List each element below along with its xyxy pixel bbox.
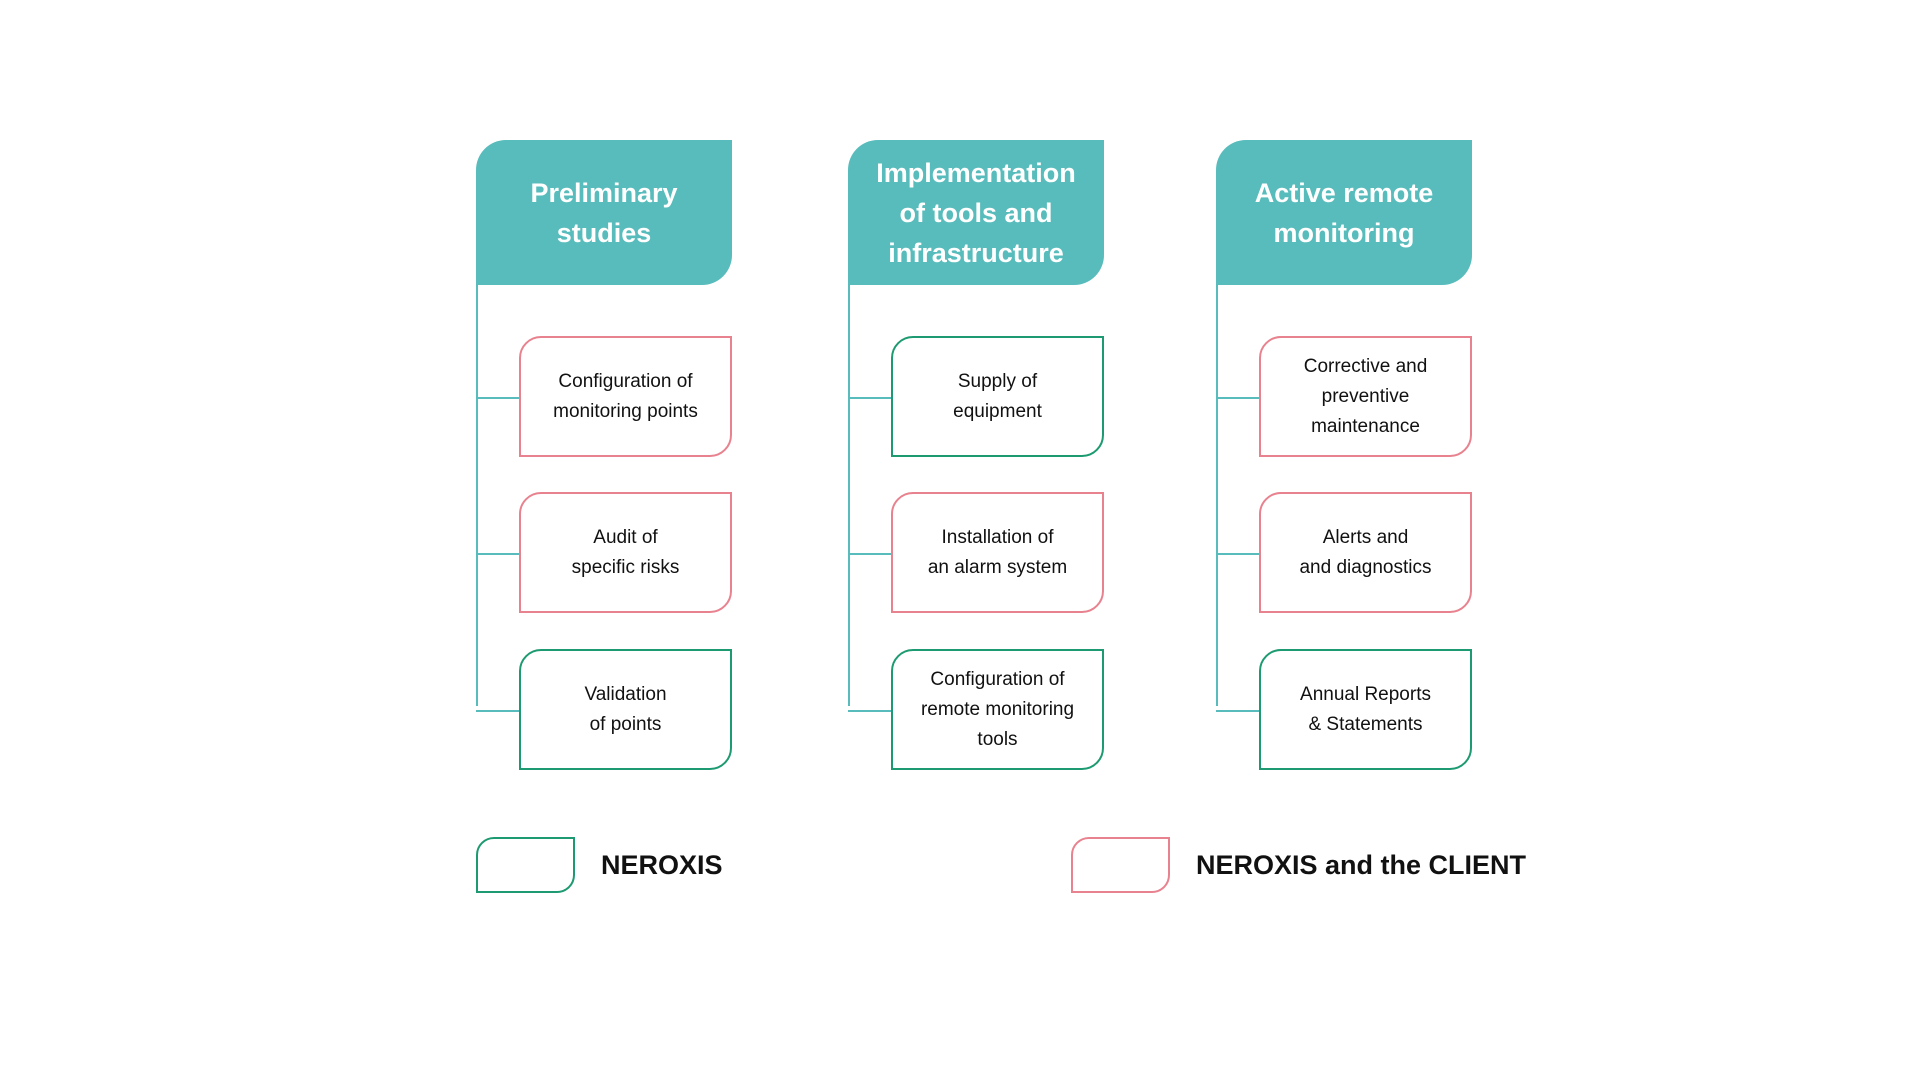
header-line: studies — [556, 217, 652, 248]
header-line: Active remote — [1254, 177, 1434, 208]
task-card-label: Supply of equipment — [953, 370, 1042, 422]
column-active-remote-monitoring: Active remote monitoring Corrective and … — [1216, 140, 1472, 770]
tree-connector — [476, 397, 520, 399]
task-card-label: Audit of specific risks — [571, 526, 680, 578]
task-card-corrective-preventive-maintenance: Corrective and preventive maintenance — [1259, 336, 1472, 457]
header-line: Implementation — [876, 157, 1076, 188]
task-card-installation-alarm-system: Installation of an alarm system — [891, 492, 1104, 613]
task-card-label: Validation of points — [584, 683, 667, 735]
task-card-label: Configuration of remote monitoring tools — [920, 668, 1075, 750]
tree-connector — [1216, 710, 1260, 712]
task-card-label: Configuration of monitoring points — [553, 370, 698, 422]
column-header: Preliminary studies — [476, 140, 732, 285]
column-implementation: Implementation of tools and infrastructu… — [848, 140, 1104, 770]
legend-label: NEROXIS — [601, 849, 723, 880]
task-card-alerts-diagnostics: Alerts and and diagnostics — [1259, 492, 1472, 613]
column-header: Implementation of tools and infrastructu… — [848, 140, 1104, 285]
legend-swatch-pink — [1071, 837, 1170, 893]
tree-connector — [1216, 553, 1260, 555]
column-preliminary-studies: Preliminary studies Configuration of mon… — [476, 140, 732, 770]
task-card-annual-reports: Annual Reports & Statements — [1259, 649, 1472, 770]
task-card-supply-equipment: Supply of equipment — [891, 336, 1104, 457]
tree-connector — [476, 710, 520, 712]
tree-connector — [848, 710, 892, 712]
tree-connector — [476, 553, 520, 555]
task-card-label: Annual Reports & Statements — [1300, 683, 1431, 735]
legend-swatch-green — [476, 837, 575, 893]
task-card-label: Corrective and preventive maintenance — [1303, 355, 1428, 437]
tree-connector — [1216, 397, 1260, 399]
tree-spine — [476, 285, 478, 706]
task-card-label: Alerts and and diagnostics — [1299, 526, 1432, 578]
tree-spine — [1216, 285, 1218, 706]
tree-connector — [848, 397, 892, 399]
header-line: infrastructure — [888, 237, 1064, 268]
task-card-label: Installation of an alarm system — [927, 526, 1068, 578]
header-line: monitoring — [1273, 217, 1415, 248]
legend-item-neroxis-and-client: NEROXIS and the CLIENT — [1071, 837, 1526, 893]
task-card-audit-specific-risks: Audit of specific risks — [519, 492, 732, 613]
task-card-validation-points: Validation of points — [519, 649, 732, 770]
header-line: Preliminary — [530, 177, 678, 208]
legend-item-neroxis: NEROXIS — [476, 837, 723, 893]
task-card-configuration-monitoring-points: Configuration of monitoring points — [519, 336, 732, 457]
task-card-configuration-remote-tools: Configuration of remote monitoring tools — [891, 649, 1104, 770]
column-header: Active remote monitoring — [1216, 140, 1472, 285]
tree-spine — [848, 285, 850, 706]
legend-label: NEROXIS and the CLIENT — [1196, 849, 1527, 880]
tree-connector — [848, 553, 892, 555]
header-line: of tools and — [899, 197, 1053, 228]
